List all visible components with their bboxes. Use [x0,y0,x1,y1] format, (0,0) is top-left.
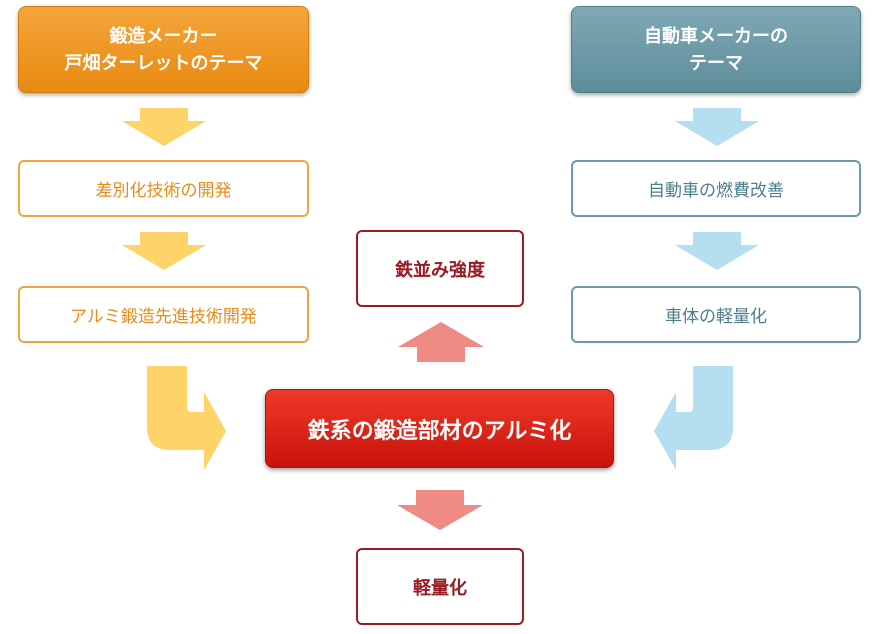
body-weight-reduction-box: 車体の軽量化 [571,286,861,343]
weight-reduction-label: 軽量化 [413,577,467,599]
up-arrow-center [398,322,484,362]
aluminum-forging-tech-box: アルミ鍛造先進技術開発 [18,286,309,343]
weight-reduction-box: 軽量化 [356,548,524,625]
aluminum-conversion-box: 鉄系の鍛造部材のアルミ化 [265,389,614,468]
down-arrow-right-1 [675,108,759,146]
fuel-efficiency-label: 自動車の燃費改善 [648,181,784,201]
down-arrow-left-2 [122,232,206,270]
bent-arrow-right [654,366,733,470]
forging-maker-theme-header: 鍛造メーカー 戸畑ターレットのテーマ [18,6,309,93]
differentiation-tech-label: 差別化技術の開発 [95,181,232,201]
forging-header-line2: 戸畑ターレットのテーマ [64,52,263,74]
fuel-efficiency-box: 自動車の燃費改善 [571,160,861,217]
iron-level-strength-label: 鉄並み強度 [395,259,485,281]
down-arrow-right-2 [675,232,759,270]
automaker-header-line2: テーマ [689,52,743,74]
down-arrow-center [397,490,483,530]
body-weight-reduction-label: 車体の軽量化 [665,307,767,327]
differentiation-tech-box: 差別化技術の開発 [18,160,309,217]
iron-level-strength-box: 鉄並み強度 [356,230,524,307]
down-arrow-left-1 [122,108,206,146]
aluminum-forging-tech-label: アルミ鍛造先進技術開発 [70,307,257,327]
forging-header-line1: 鍛造メーカー [109,25,218,47]
automaker-header-line1: 自動車メーカーの [644,25,788,47]
automaker-theme-header: 自動車メーカーの テーマ [571,6,861,93]
bent-arrow-left [147,366,226,470]
aluminum-conversion-label: 鉄系の鍛造部材のアルミ化 [307,418,572,444]
